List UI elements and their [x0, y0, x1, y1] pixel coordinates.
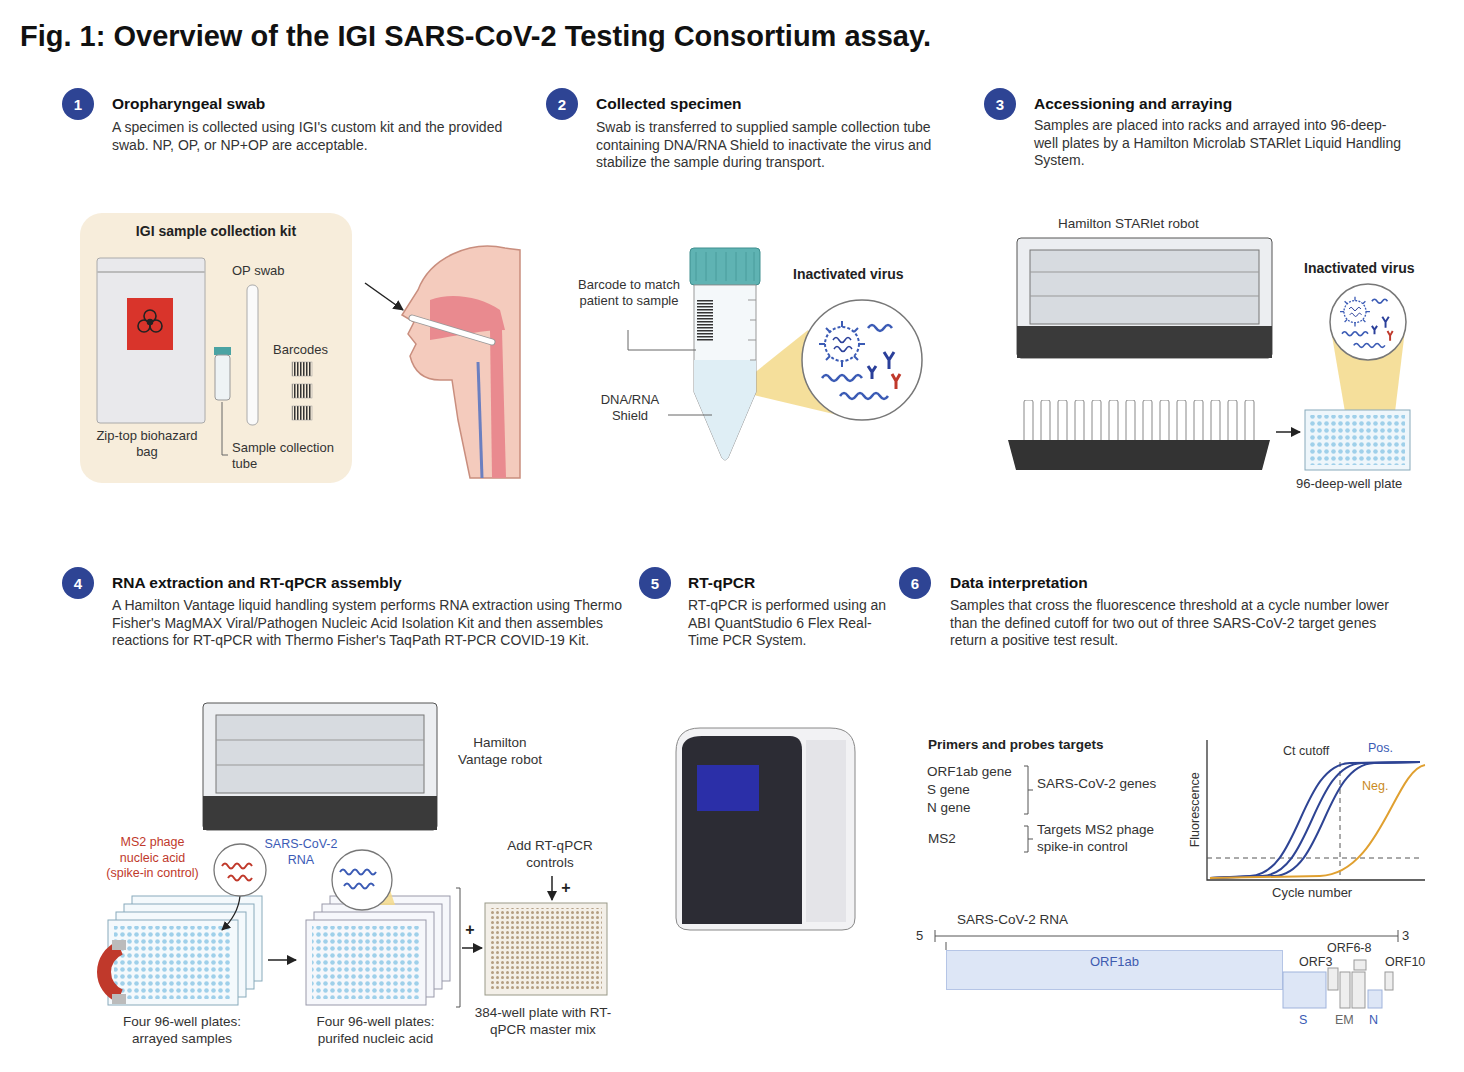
step-description: A Hamilton Vantage liquid handling syste… — [112, 597, 627, 650]
step-description: RT-qPCR is performed using an ABI QuantS… — [688, 597, 893, 650]
node-text: 2 — [558, 96, 566, 113]
gene-label: ORF3 — [1299, 955, 1332, 971]
gene-name: ORF1ab gene — [927, 764, 1012, 781]
node-text: 3 — [996, 96, 1004, 113]
part-label: Hamilton Vantage robot — [450, 735, 550, 769]
step-description: Swab is transferred to supplied sample c… — [596, 119, 951, 172]
step-number: 3 — [984, 88, 1016, 120]
node-text: 6 — [911, 575, 919, 592]
step-heading: RNA extraction and RT-qPCR assembly — [112, 573, 402, 592]
step-heading: Data interpretation — [950, 573, 1088, 592]
callout-label: SARS-CoV-2 RNA — [262, 837, 340, 868]
chart-label: Neg. — [1362, 779, 1388, 795]
part-label: Four 96-well plates: purifed nucleic aci… — [298, 1014, 453, 1048]
node-text: IGI sample collection kit — [136, 223, 296, 239]
callout-heading: Inactivated virus — [793, 266, 904, 284]
step-number: 2 — [546, 88, 578, 120]
gene-label: ORF10 — [1385, 955, 1425, 971]
table-heading: Primers and probes targets — [928, 737, 1104, 754]
gene-box: ORF1ab — [946, 950, 1283, 990]
bracket-label: SARS-CoV-2 genes — [1037, 776, 1156, 793]
plus-sign: + — [561, 878, 570, 898]
part-label: OP swab — [232, 263, 285, 279]
part-label: Four 96-well plates: arrayed samples — [108, 1014, 256, 1048]
node-text: 4 — [74, 575, 82, 592]
part-label: DNA/RNA Shield — [590, 392, 670, 425]
bracket-label: Targets MS2 phage spike-in control — [1037, 822, 1172, 856]
figure-title: Fig. 1: Overview of the IGI SARS-CoV-2 T… — [20, 18, 931, 54]
axis-label: Fluorescence — [1188, 772, 1204, 847]
genome-label: SARS-CoV-2 RNA — [957, 912, 1068, 929]
strand-end: 3 — [1402, 928, 1409, 944]
step-number: 5 — [639, 567, 671, 599]
gene-label: N — [1369, 1013, 1378, 1029]
gene-label: ORF6-8 — [1327, 941, 1371, 957]
step-description: Samples that cross the fluorescence thre… — [950, 597, 1395, 650]
step-number: 6 — [899, 567, 931, 599]
part-label: Barcodes — [273, 342, 328, 358]
part-label: Sample collection tube — [232, 440, 344, 473]
plus-sign: + — [465, 920, 474, 940]
part-label: Hamilton STARlet robot — [1058, 216, 1199, 233]
gene-name: N gene — [927, 800, 971, 817]
step-heading: RT-qPCR — [688, 573, 755, 592]
node-text: 1 — [74, 96, 82, 113]
part-label: 96-deep-well plate — [1296, 476, 1402, 492]
part-label: Barcode to match patient to sample — [578, 277, 680, 310]
step-heading: Collected specimen — [596, 94, 742, 113]
step-number: 1 — [62, 88, 94, 120]
part-label: Zip-top biohazard bag — [92, 428, 202, 461]
chart-label: Pos. — [1368, 741, 1393, 757]
gene-label: S — [1299, 1013, 1307, 1029]
step-heading: Accessioning and arraying — [1034, 94, 1232, 113]
step-number: 4 — [62, 567, 94, 599]
callout-heading: Inactivated virus — [1304, 260, 1415, 278]
axis-label: Cycle number — [1272, 885, 1352, 901]
gene-name: S gene — [927, 782, 970, 799]
part-label: Add RT-qPCR controls — [495, 838, 605, 872]
step-description: Samples are placed into racks and arraye… — [1034, 117, 1404, 170]
step-heading: Oropharyngeal swab — [112, 94, 265, 113]
part-label: 384-well plate with RT-qPCR master mix — [463, 1005, 623, 1039]
node-text: 5 — [651, 575, 659, 592]
node-text: ORF1ab — [1090, 954, 1139, 969]
callout-label: MS2 phage nucleic acid (spike-in control… — [100, 835, 205, 882]
strand-end: 5 — [916, 928, 923, 944]
gene-label: EM — [1335, 1013, 1354, 1029]
gene-name: MS2 — [928, 831, 956, 848]
step-description: A specimen is collected using IGI's cust… — [112, 119, 507, 154]
chart-label: Ct cutoff — [1283, 744, 1329, 760]
